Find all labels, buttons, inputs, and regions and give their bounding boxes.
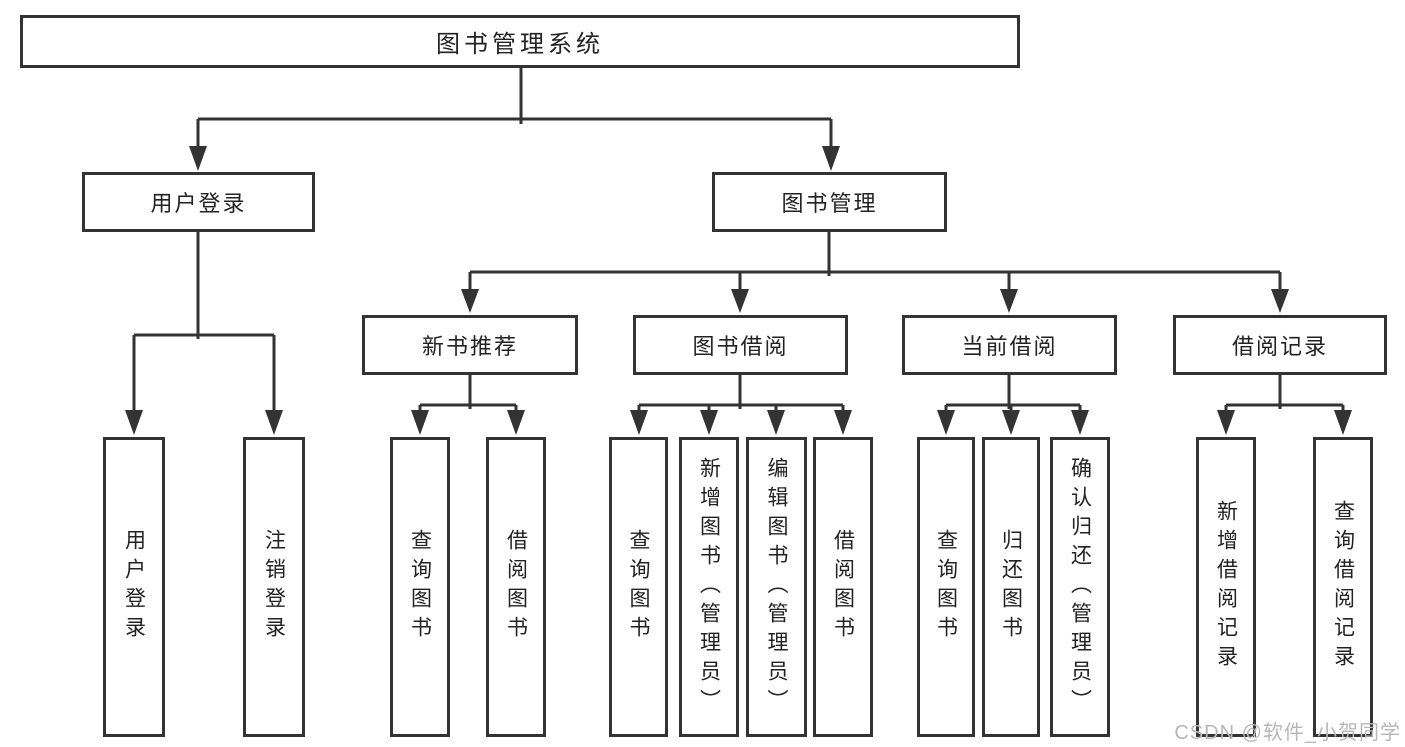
node-current-borrow: 当前借阅 bbox=[902, 315, 1117, 375]
leaf-query-borrow-record: 查询借阅记录 bbox=[1313, 437, 1373, 737]
leaf-user-login-label: 用户登录 bbox=[122, 529, 146, 645]
leaf-logout: 注销登录 bbox=[243, 437, 305, 737]
leaf-borrow-books-1-label: 借阅图书 bbox=[504, 529, 528, 645]
leaf-borrow-books-2: 借阅图书 bbox=[813, 437, 873, 737]
node-user-login: 用户登录 bbox=[82, 172, 315, 232]
leaf-add-book-admin-label: 新增图书（管理员） bbox=[697, 456, 721, 718]
leaf-add-book-admin: 新增图书（管理员） bbox=[679, 437, 739, 737]
node-root: 图书管理系统 bbox=[20, 15, 1020, 68]
node-borrow-records: 借阅记录 bbox=[1173, 315, 1387, 375]
csdn-watermark: CSDN @软件_小贺同学 bbox=[1174, 722, 1401, 744]
node-current-borrow-label: 当前借阅 bbox=[961, 334, 1058, 359]
leaf-edit-book-admin-label: 编辑图书（管理员） bbox=[765, 456, 788, 718]
node-book-management-label: 图书管理 bbox=[781, 191, 878, 216]
leaf-return-book: 归还图书 bbox=[982, 437, 1040, 737]
node-borrow-records-label: 借阅记录 bbox=[1231, 334, 1328, 359]
leaf-add-borrow-record-label: 新增借阅记录 bbox=[1214, 500, 1238, 674]
node-user-login-label: 用户登录 bbox=[150, 191, 247, 216]
leaf-query-books-2-label: 查询图书 bbox=[627, 529, 650, 645]
leaf-query-books-3-label: 查询图书 bbox=[934, 529, 958, 645]
leaf-user-login: 用户登录 bbox=[103, 437, 165, 737]
node-book-borrow-label: 图书借阅 bbox=[692, 334, 789, 359]
leaf-return-book-label: 归还图书 bbox=[999, 529, 1023, 645]
leaf-query-books-2: 查询图书 bbox=[609, 437, 668, 737]
leaf-borrow-books-2-label: 借阅图书 bbox=[831, 529, 855, 645]
leaf-query-books-3: 查询图书 bbox=[917, 437, 975, 737]
leaf-query-books-1-label: 查询图书 bbox=[408, 529, 432, 645]
node-new-book-recommend: 新书推荐 bbox=[362, 315, 578, 375]
leaf-edit-book-admin: 编辑图书（管理员） bbox=[746, 437, 807, 737]
node-new-book-recommend-label: 新书推荐 bbox=[421, 334, 518, 359]
leaf-add-borrow-record: 新增借阅记录 bbox=[1196, 437, 1256, 737]
leaf-query-borrow-record-label: 查询借阅记录 bbox=[1331, 500, 1355, 674]
leaf-borrow-books-1: 借阅图书 bbox=[486, 437, 546, 737]
leaf-confirm-return-admin-label: 确认归还（管理员） bbox=[1068, 456, 1092, 718]
leaf-logout-label: 注销登录 bbox=[262, 529, 286, 645]
leaf-query-books-1: 查询图书 bbox=[390, 437, 450, 737]
node-book-borrow: 图书借阅 bbox=[633, 315, 848, 375]
leaf-confirm-return-admin: 确认归还（管理员） bbox=[1050, 437, 1110, 737]
node-root-label: 图书管理系统 bbox=[436, 31, 604, 58]
arrowheads bbox=[125, 146, 1352, 435]
node-book-management: 图书管理 bbox=[712, 172, 947, 232]
